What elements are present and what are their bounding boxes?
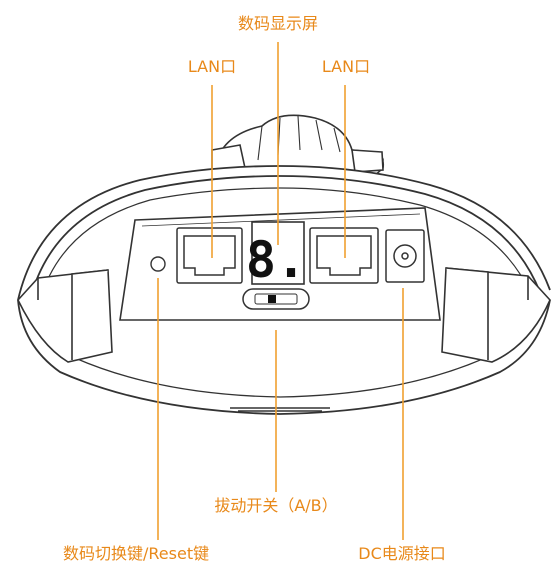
lan-port-left-icon[interactable] — [176, 227, 243, 284]
leader-lines — [157, 42, 404, 540]
label-display: 数码显示屏 — [237, 14, 319, 33]
label-lan-right: LAN口 — [321, 57, 371, 76]
label-dc-port: DC电源接口 — [358, 544, 446, 563]
display-digit: 8. — [246, 231, 306, 289]
reset-button-icon[interactable] — [150, 256, 166, 272]
label-lan-left: LAN口 — [187, 57, 237, 76]
side-wings — [17, 267, 551, 363]
label-dip-switch: 拔动开关（A/B） — [214, 496, 338, 515]
lan-port-right-icon[interactable] — [309, 227, 379, 284]
label-reset-key: 数码切换键/Reset键 — [63, 544, 210, 563]
slide-switch-icon[interactable] — [242, 288, 310, 310]
dc-jack-icon[interactable] — [385, 229, 425, 283]
digital-display: 8. — [246, 221, 306, 289]
